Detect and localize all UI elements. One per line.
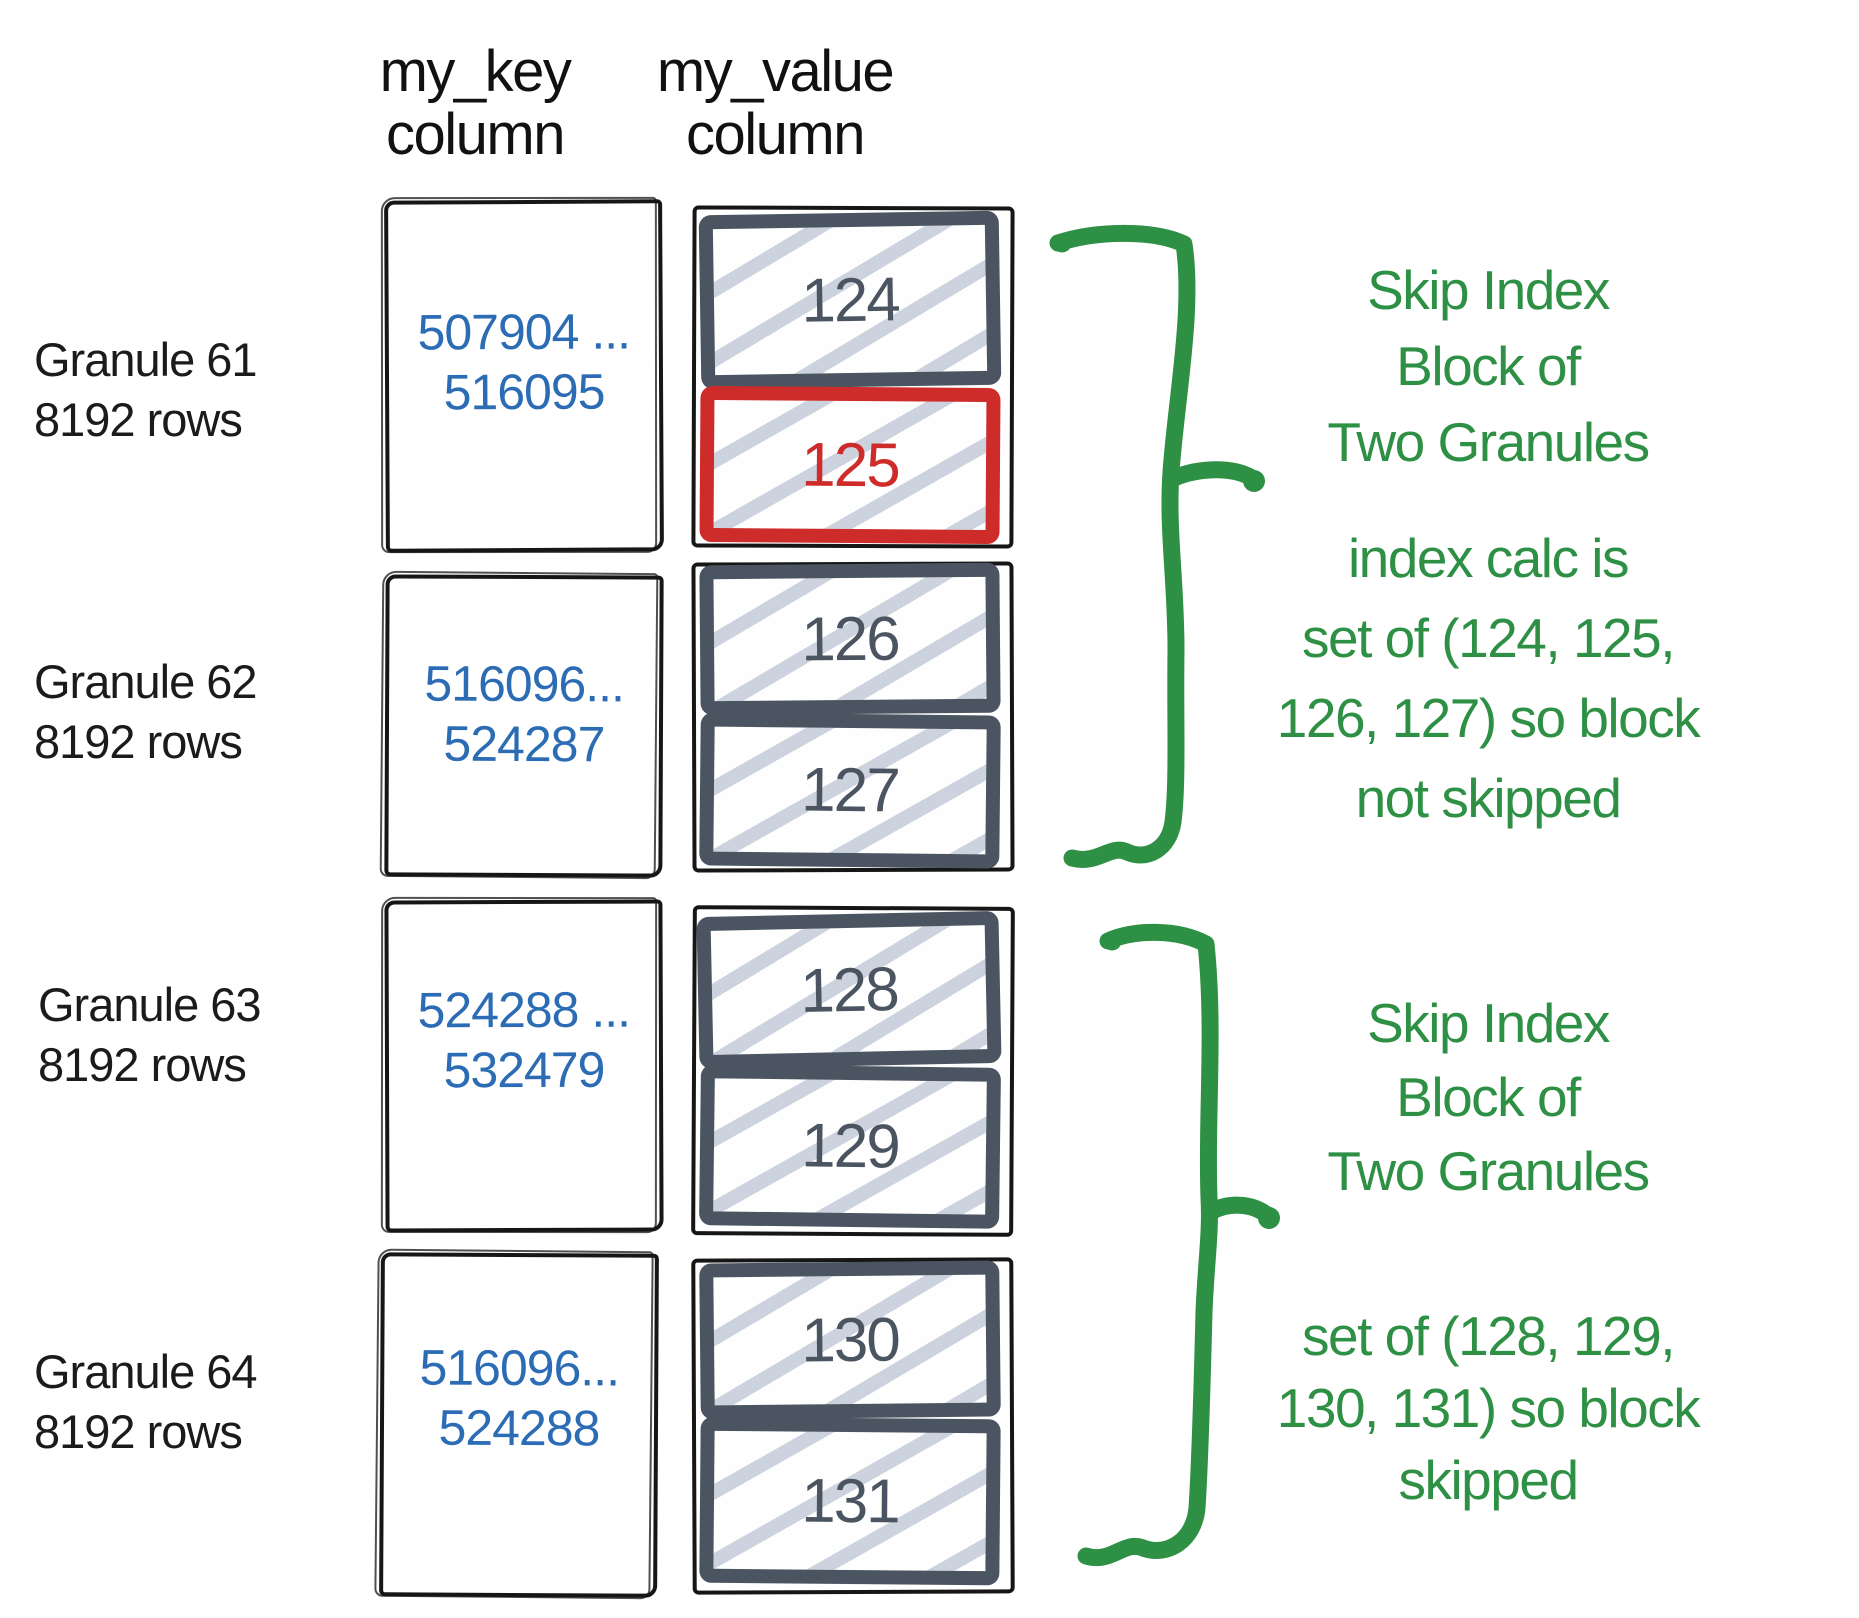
granule-rows-label: 8192 rows [38, 1038, 247, 1091]
value-block: 128 [696, 910, 1002, 1070]
annotation-line: 126, 127) so block [1276, 687, 1701, 749]
value-block-highlighted: 125 [699, 385, 1001, 545]
header-line: column [686, 102, 865, 167]
annotation-line: set of (124, 125, [1302, 607, 1676, 669]
value-block: 130 [699, 1260, 1001, 1420]
annotation-skip-block-1: Skip Index Block of Two Granules [1168, 252, 1808, 480]
value-block: 131 [699, 1416, 1001, 1586]
annotation-index-calc: index calc is set of (124, 125, 126, 127… [1168, 518, 1808, 838]
granule-label: Granule 61 8192 rows [34, 330, 334, 450]
value-block: 127 [699, 712, 1001, 869]
key-range-line: 516096... [424, 655, 625, 713]
granule-name: Granule 63 [38, 978, 262, 1031]
granule-name: Granule 61 [34, 333, 258, 386]
annotation-line: Block of [1396, 1066, 1581, 1128]
key-range-line: 524288 [438, 1399, 600, 1457]
key-range: 516096... 524288 [384, 1337, 655, 1458]
key-range: 516096... 524287 [389, 654, 660, 775]
value-block-label: 128 [799, 954, 899, 1026]
key-range-line: 516095 [443, 363, 605, 421]
annotation-skip-block-2: Skip Index Block of Two Granules [1168, 986, 1808, 1208]
column-header-my-value: my_value column [615, 40, 935, 166]
value-block-label: 124 [800, 264, 900, 336]
granule-label: Granule 62 8192 rows [34, 652, 334, 772]
key-range-line: 532479 [443, 1041, 605, 1099]
annotation-block-skipped: set of (128, 129, 130, 131) so block ski… [1168, 1300, 1808, 1516]
annotation-line: Two Granules [1327, 411, 1650, 473]
key-range-line: 524288 ... [417, 981, 631, 1039]
key-range-line: 516096... [419, 1339, 620, 1397]
key-range-line: 524287 [443, 715, 605, 773]
header-line: my_value [656, 39, 895, 104]
annotation-line: 130, 131) so block [1276, 1377, 1701, 1439]
header-line: column [386, 102, 565, 167]
column-header-my-key: my_key column [315, 40, 635, 166]
key-box: 516096... 524287 [384, 574, 664, 878]
granule-label: Granule 63 8192 rows [38, 975, 338, 1095]
annotation-line: Block of [1396, 335, 1581, 397]
granule-name: Granule 64 [34, 1345, 258, 1398]
key-box: 524288 ... 532479 [384, 899, 664, 1233]
annotation-line: not skipped [1355, 767, 1622, 829]
annotation-line: set of (128, 129, [1302, 1305, 1676, 1367]
granule-rows-label: 8192 rows [34, 1405, 243, 1458]
value-block: 126 [699, 562, 1001, 716]
header-line: my_key [379, 39, 572, 104]
annotation-line: index calc is [1347, 527, 1630, 589]
granule-rows-label: 8192 rows [34, 393, 243, 446]
value-block-label: 130 [800, 1304, 900, 1376]
granule-name: Granule 62 [34, 655, 258, 708]
key-range-line: 507904 ... [417, 303, 631, 361]
key-range: 507904 ... 516095 [389, 302, 660, 423]
granule-label: Granule 64 8192 rows [34, 1342, 334, 1462]
value-block: 124 [698, 210, 1002, 390]
key-box: 516096... 524288 [379, 1252, 659, 1598]
key-range: 524288 ... 532479 [389, 980, 659, 1101]
value-block-label: 125 [801, 430, 899, 500]
granule-rows-label: 8192 rows [34, 715, 243, 768]
annotation-line: Skip Index [1367, 992, 1610, 1054]
value-block-label: 126 [800, 604, 900, 674]
value-block-label: 129 [800, 1111, 900, 1182]
key-box: 507904 ... 516095 [384, 199, 664, 553]
annotation-line: Skip Index [1367, 259, 1610, 321]
annotation-line: skipped [1398, 1449, 1579, 1511]
annotation-line: Two Granules [1327, 1140, 1650, 1202]
value-block-label: 131 [800, 1466, 900, 1536]
value-block-label: 127 [800, 755, 900, 826]
value-block: 129 [699, 1064, 1001, 1229]
